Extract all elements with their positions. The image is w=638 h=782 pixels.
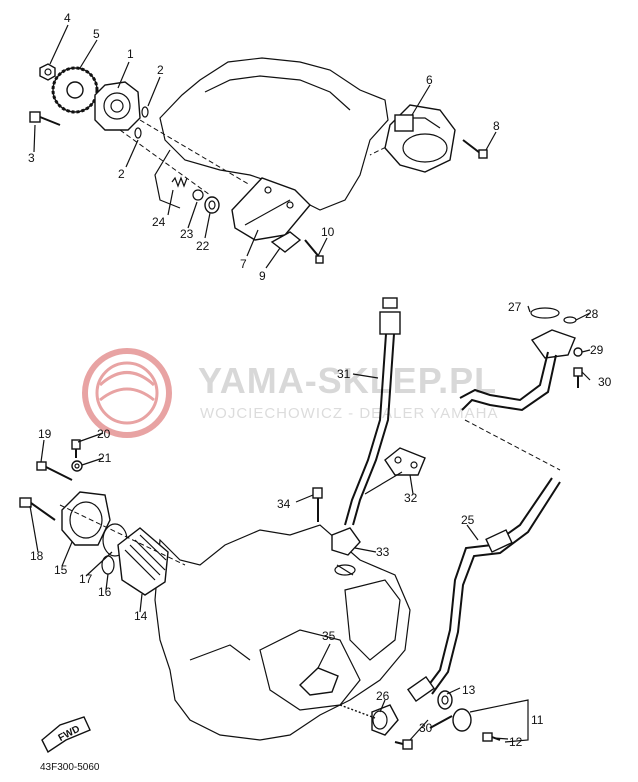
part-14-oil-filter [117, 527, 169, 596]
callout-2-upper: 2 [157, 63, 164, 77]
callout-labels: 4 5 1 2 2 3 6 8 7 9 10 24 23 22 27 28 29… [28, 11, 612, 749]
part-31-oil-pipe [344, 297, 401, 526]
callout-30-lower: 30 [419, 721, 433, 735]
part-25-oil-pipe [406, 477, 561, 703]
part-3-bolt [29, 111, 61, 126]
part-27-oring [530, 307, 560, 319]
part-6-strainer [384, 104, 456, 173]
part-1-oil-pump [94, 81, 141, 131]
part-32-leader [364, 471, 403, 495]
callout-16: 16 [98, 585, 112, 599]
callout-31: 31 [337, 367, 351, 381]
part-28-oring [563, 316, 577, 324]
pipe-leader-line [464, 419, 561, 471]
callout-6: 6 [426, 73, 433, 87]
part-34-bolt [312, 487, 323, 522]
callout-4: 5 [93, 27, 100, 41]
part-19-bolt [36, 461, 73, 481]
callout-23: 23 [180, 227, 194, 241]
part-33-banjo [331, 527, 361, 576]
callout-5: 4 [64, 11, 71, 25]
part-8-bolt [462, 139, 488, 159]
callout-34: 34 [277, 497, 291, 511]
part-5-nut [39, 63, 56, 81]
part-10-screw [304, 239, 324, 264]
watermark-title: YAMA-SKLEP.PL [198, 360, 497, 401]
part-9-clip [270, 231, 302, 253]
part-32-gasket [384, 447, 426, 476]
part-20-screw [71, 439, 81, 458]
part-26-union [371, 704, 399, 736]
part-21-washer [71, 460, 83, 472]
callout-20: 20 [97, 427, 111, 441]
callout-32: 32 [404, 491, 418, 505]
watermark-subtitle: WOJCIECHOWICZ - DEALER YAMAHA [200, 405, 498, 422]
callout-22: 22 [196, 239, 210, 253]
fwd-arrow: FWD [41, 716, 91, 754]
part-30-bolt-upper [573, 367, 583, 388]
callout-15: 15 [54, 563, 68, 577]
callout-27: 27 [508, 300, 522, 314]
callout-17: 17 [79, 572, 93, 586]
watermark: YAMA-SKLEP.PL WOJCIECHOWICZ - DEALER YAM… [82, 348, 498, 438]
part-2-orings [134, 106, 149, 139]
part-22-collar [204, 196, 220, 214]
callout-26: 26 [376, 689, 390, 703]
callout-19: 19 [38, 427, 52, 441]
callout-2-lower: 2 [118, 167, 125, 181]
callout-21: 21 [98, 451, 112, 465]
callout-25: 25 [461, 513, 475, 527]
callout-14: 14 [134, 609, 148, 623]
upper-return-pipe [459, 351, 557, 412]
part-11-bracket-line [469, 699, 529, 743]
callout-35: 35 [322, 629, 336, 643]
callout-33: 33 [376, 545, 390, 559]
part-13-washer [437, 690, 453, 710]
part-29-fitting [530, 329, 583, 359]
part-11-union-bolt [429, 708, 472, 732]
callout-1: 1 [127, 47, 134, 61]
watermark-logo-ring [82, 348, 172, 438]
callout-12: 12 [509, 735, 523, 749]
callout-leaders [29, 24, 591, 741]
callout-24: 24 [152, 215, 166, 229]
callout-18: 18 [30, 549, 44, 563]
part-12-bolt [482, 732, 501, 742]
callout-30-upper: 30 [598, 375, 612, 389]
callout-7: 7 [240, 257, 247, 271]
callout-9: 9 [259, 269, 266, 283]
part-16-oring [101, 555, 115, 575]
lower-crankcase-outline [154, 524, 411, 741]
callout-11: 11 [531, 713, 544, 727]
callout-10: 10 [321, 225, 335, 239]
part-7-bracket [231, 177, 311, 241]
part-18-bolt [19, 497, 56, 521]
callout-3: 3 [28, 151, 35, 165]
callout-13: 13 [462, 683, 476, 697]
callout-28: 28 [585, 307, 599, 321]
part-23-ring [192, 189, 204, 201]
diagram-code: 43F300-5060 [40, 762, 100, 773]
part-24-spring [171, 176, 188, 188]
watermark-logo-inner [95, 361, 159, 425]
part-4-gear [51, 66, 99, 114]
union-leader [339, 704, 376, 719]
callout-8: 8 [493, 119, 500, 133]
callout-29: 29 [590, 343, 604, 357]
filter-leader-line [59, 504, 186, 566]
part-30-bolt-lower [394, 739, 413, 750]
part-35-plate [298, 667, 339, 696]
